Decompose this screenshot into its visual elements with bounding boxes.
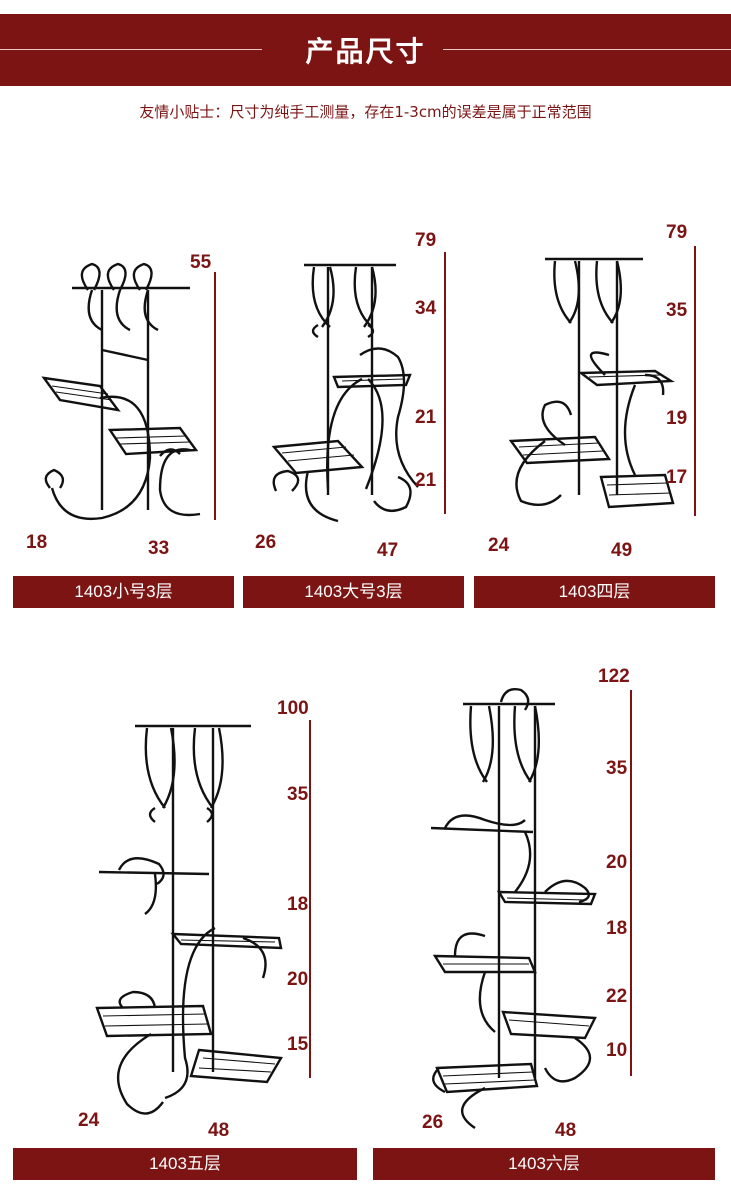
width: 49 [611,540,633,561]
depth: 26 [255,532,277,553]
height-line [309,720,311,1078]
height-line [694,246,696,516]
product-label-1403-6tier: 1403六层 [373,1148,715,1180]
segment-height: 18 [287,894,309,915]
segment-height: 22 [606,986,628,1007]
segment-height: 19 [666,408,688,429]
rack-illustration-5 [430,688,597,1129]
height-line [444,252,446,514]
segment-height: 18 [606,918,628,939]
height-total: 122 [598,666,630,687]
height-line [630,690,632,1076]
segment-height: 21 [415,407,437,428]
depth: 26 [422,1112,444,1133]
segment-height: 17 [666,467,688,488]
product-label-1403-5tier: 1403五层 [13,1148,357,1180]
depth: 18 [26,532,48,553]
segment-height: 35 [287,784,309,805]
width: 48 [555,1120,577,1141]
segment-height: 20 [606,852,628,873]
rack-illustration-1 [41,262,201,521]
segment-height: 10 [606,1040,628,1061]
header-right-line [443,49,731,50]
height-total: 79 [415,230,437,251]
segment-height: 35 [606,758,628,779]
rack-illustration-2 [271,263,419,523]
product-label-1403-large-3tier: 1403大号3层 [243,576,464,608]
width: 48 [208,1120,230,1141]
product-label-1403-small-3tier: 1403小号3层 [13,576,234,608]
segment-height: 35 [666,300,688,321]
height-total: 100 [277,698,309,719]
segment-height: 15 [287,1034,309,1055]
rack-illustration-3 [508,257,675,509]
height-total: 79 [666,222,688,243]
product-label-1403-4tier: 1403四层 [474,576,715,608]
section-header: 产品尺寸 [0,14,731,86]
measurement-tip: 友情小贴士：尺寸为纯手工测量，存在1-3cm的误差是属于正常范围 [139,103,592,121]
width: 47 [377,540,399,561]
rack-illustration-4 [95,724,283,1115]
segment-height: 20 [287,969,309,990]
depth: 24 [488,535,510,556]
section-title: 产品尺寸 [305,35,426,68]
width: 33 [148,538,170,559]
segment-height: 34 [415,298,437,319]
segment-height: 21 [415,470,437,491]
depth: 24 [78,1110,100,1131]
header-left-line [0,49,262,50]
height-total: 55 [190,252,212,273]
height-line [214,272,216,520]
